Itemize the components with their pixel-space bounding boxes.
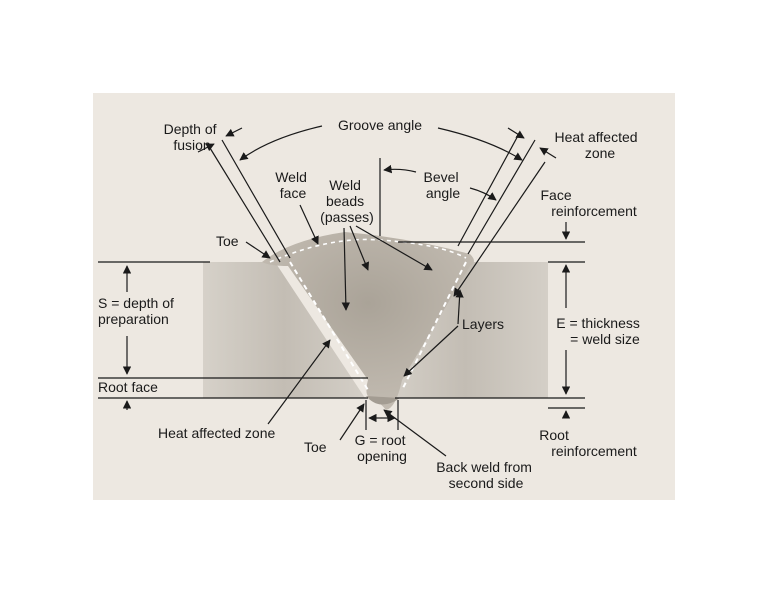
back-weld-label: Back weld from second side xyxy=(436,459,536,491)
toe-bottom-label: Toe xyxy=(304,439,327,455)
root-opening-label: G = root opening xyxy=(355,432,410,464)
face-reinforcement-label: Face reinforcement xyxy=(540,187,636,219)
weld-beads-label: Weld beads (passes) xyxy=(320,177,374,225)
heat-affected-zone-bottom-label: Heat affected zone xyxy=(158,425,275,441)
toe-top-label: Toe xyxy=(216,233,239,249)
weld-metal xyxy=(262,232,474,410)
thickness-label: E = thickness = weld size xyxy=(556,315,644,347)
back-weld xyxy=(366,396,400,405)
layers-label: Layers xyxy=(462,316,504,332)
depth-of-preparation-label: S = depth of preparation xyxy=(98,295,178,327)
bevel-angle-label: Bevel angle xyxy=(424,169,463,201)
fusion-boundary-left xyxy=(289,261,369,391)
groove-angle-label: Groove angle xyxy=(338,117,422,133)
root-reinforcement-label: Root reinforcement xyxy=(539,427,637,459)
root-face-label: Root face xyxy=(98,379,158,395)
weld-face-label: Weld face xyxy=(275,169,311,201)
depth-of-fusion-label: Depth of fusion xyxy=(164,121,221,153)
right-base-plate xyxy=(382,262,548,398)
heat-affected-zone-top-label: Heat affected zone xyxy=(555,129,642,161)
left-base-plate xyxy=(203,262,365,398)
